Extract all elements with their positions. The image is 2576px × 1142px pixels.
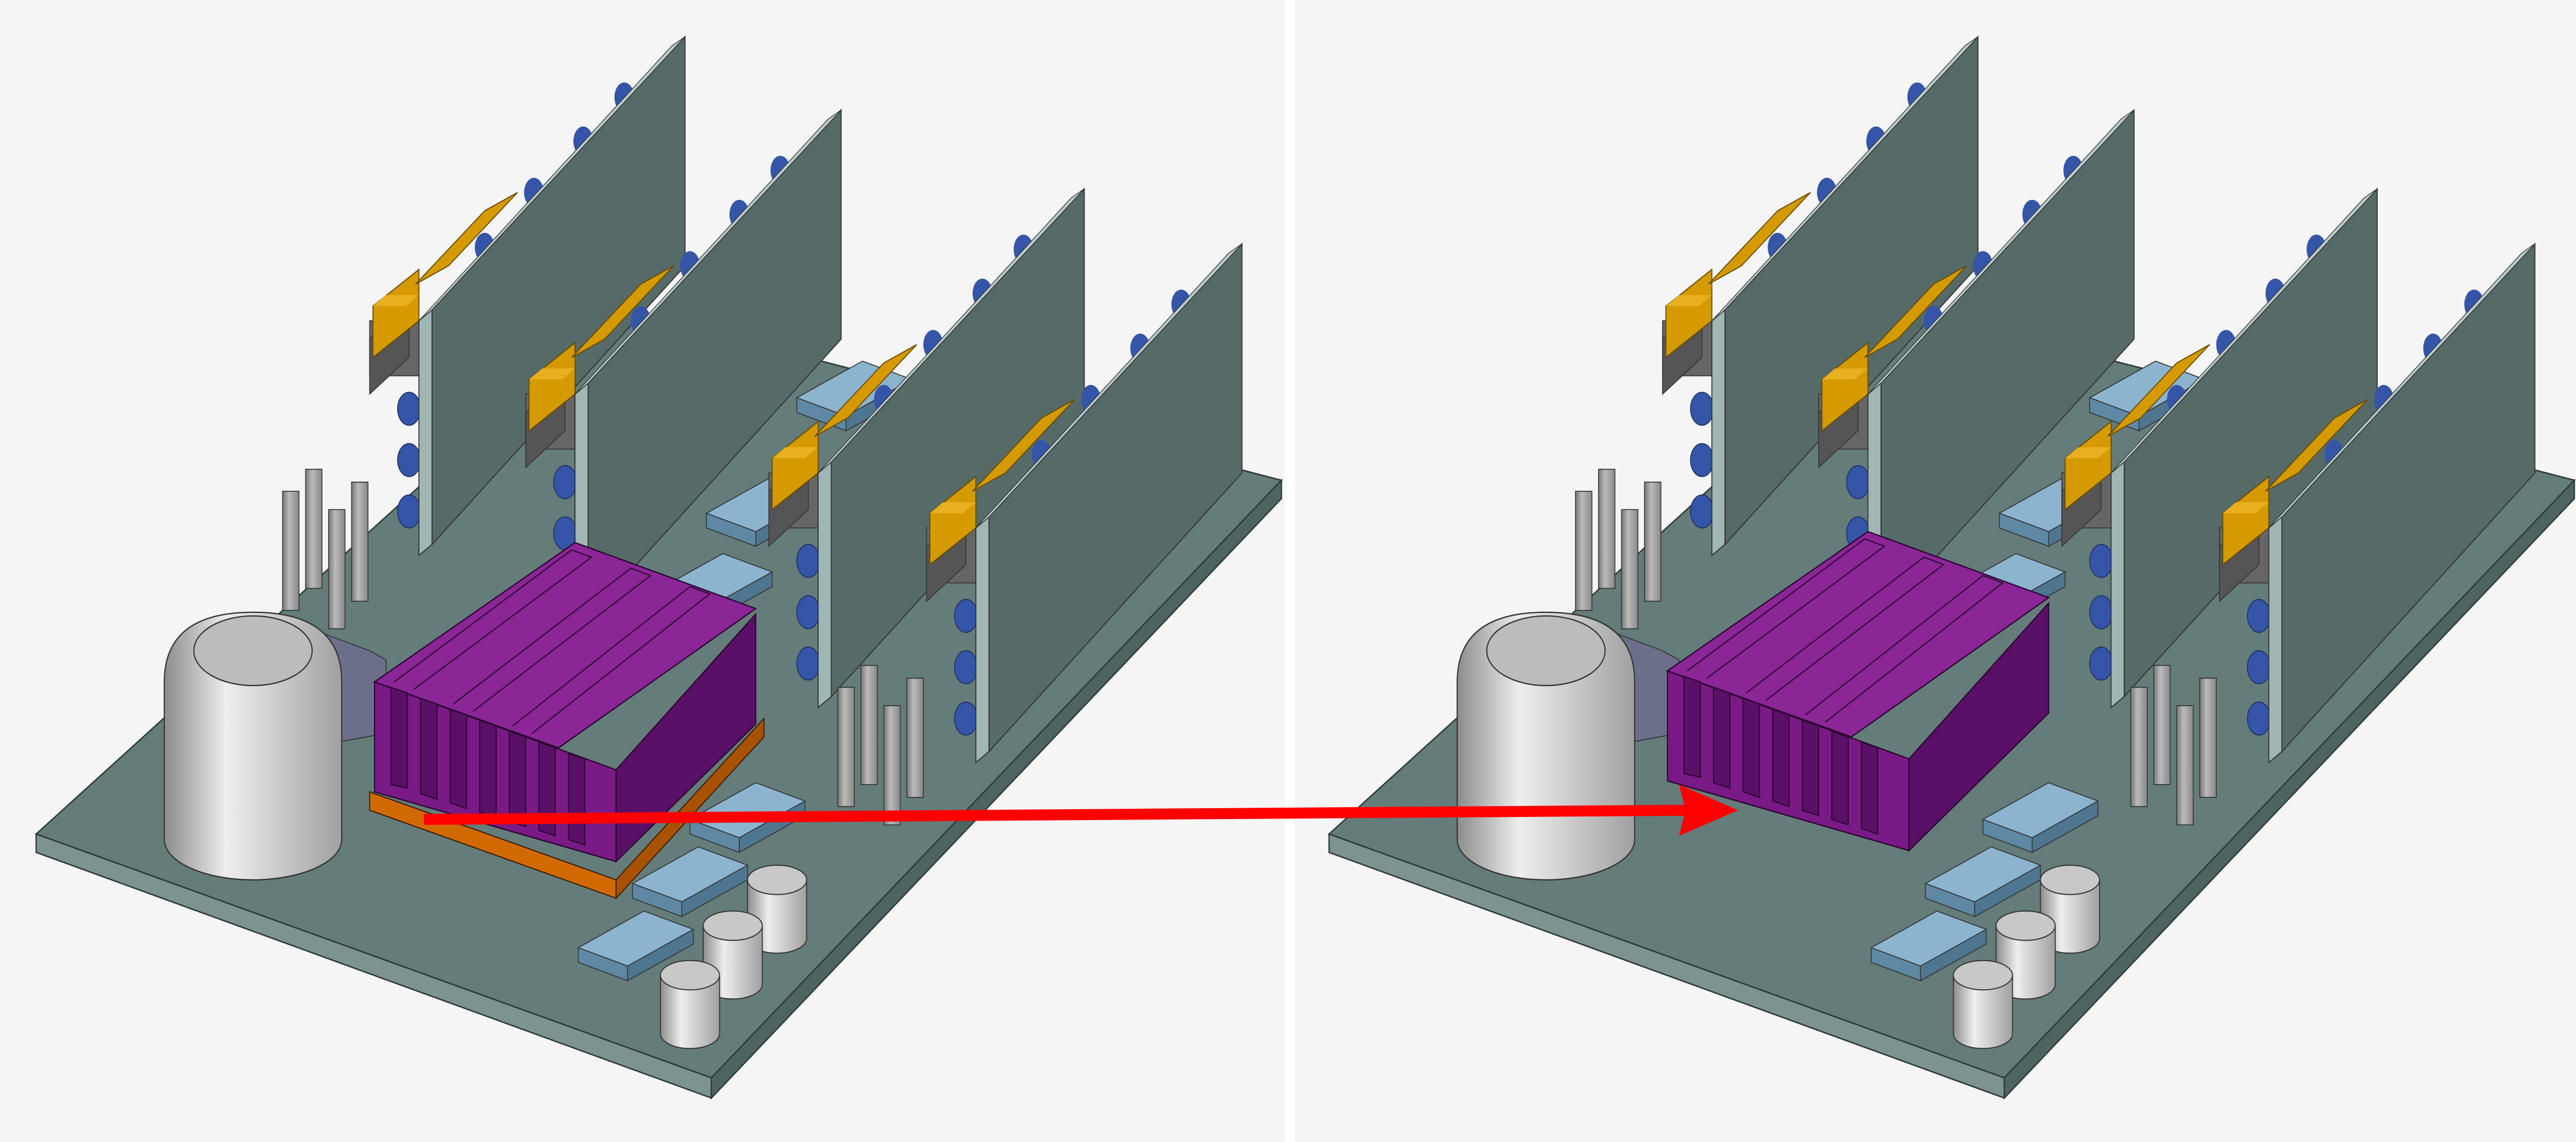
panel-before: [0, 0, 1285, 1142]
panel-divider: [1284, 0, 1295, 1142]
red-arrow: [423, 785, 1738, 836]
panel-after: [1294, 0, 2576, 1142]
